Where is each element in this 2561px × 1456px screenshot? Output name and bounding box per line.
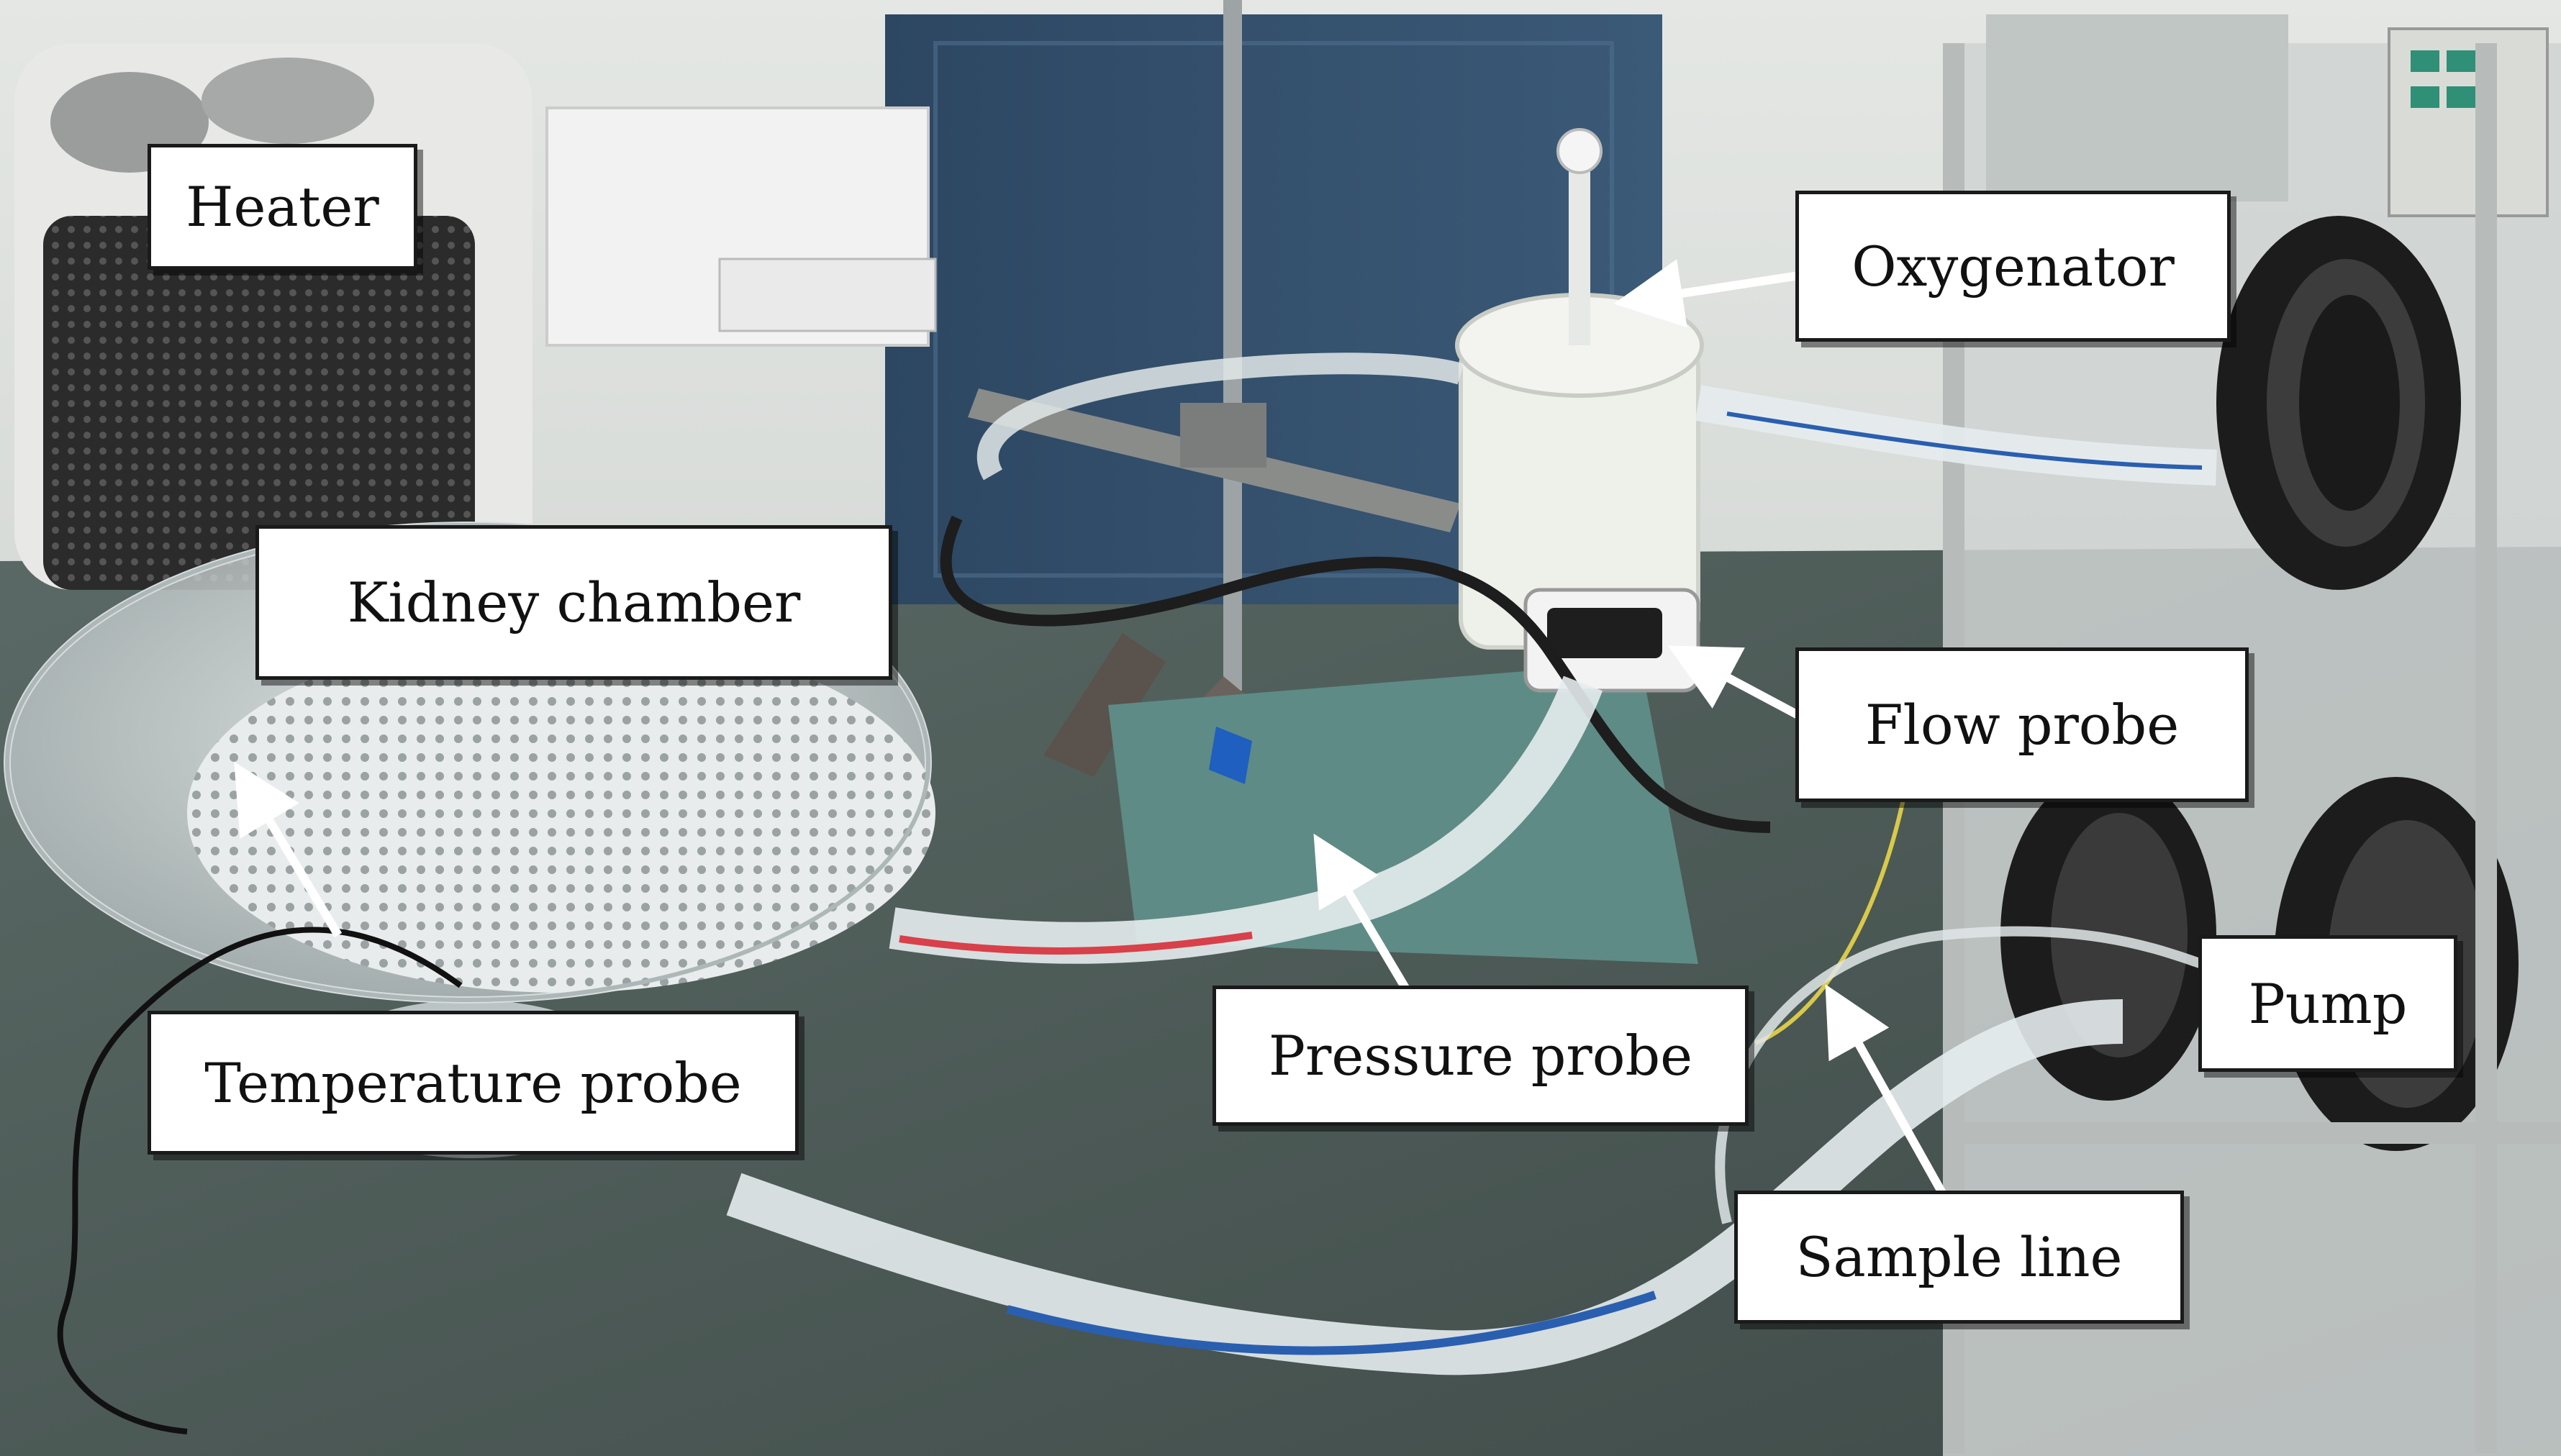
arrow-kidney-chamber [234, 761, 343, 938]
label-kidney-chamber: Kidney chamber [255, 525, 892, 680]
arrow-flow-probe [1667, 645, 1808, 724]
label-temperature-probe: Temperature probe [148, 1011, 799, 1155]
label-heater-text: Heater [186, 175, 379, 239]
tubing-loop [976, 352, 1464, 481]
label-sample-line-text: Sample line [1795, 1225, 2123, 1289]
stopcock [1209, 727, 1252, 784]
oxygenator [1455, 128, 1704, 650]
label-pressure-probe: Pressure probe [1212, 986, 1749, 1126]
label-kidney-chamber-text: Kidney chamber [347, 570, 801, 634]
label-flow-probe: Flow probe [1795, 647, 2249, 802]
arrow-oxygenator [1613, 259, 1814, 328]
label-heater: Heater [148, 144, 417, 270]
label-oxygenator-text: Oxygenator [1851, 234, 2175, 299]
stand-rod [1223, 0, 1242, 691]
arrow-pressure-probe [1313, 833, 1415, 999]
glove-port-upper [2216, 216, 2461, 590]
label-temperature-probe-text: Temperature probe [204, 1050, 742, 1115]
temperature-probe-cable [57, 927, 463, 1434]
label-sample-line: Sample line [1734, 1191, 2184, 1324]
tubing-return [726, 999, 2123, 1375]
label-oxygenator: Oxygenator [1795, 191, 2231, 342]
label-pump-text: Pump [2248, 971, 2408, 1036]
arrow-sample-line [1825, 984, 1947, 1196]
flow-probe [1523, 588, 1700, 693]
label-pressure-probe-text: Pressure probe [1268, 1024, 1693, 1088]
label-flow-probe-text: Flow probe [1864, 693, 2180, 757]
heater [14, 43, 532, 590]
label-pump: Pump [2198, 935, 2457, 1072]
black-cable [940, 515, 1771, 833]
